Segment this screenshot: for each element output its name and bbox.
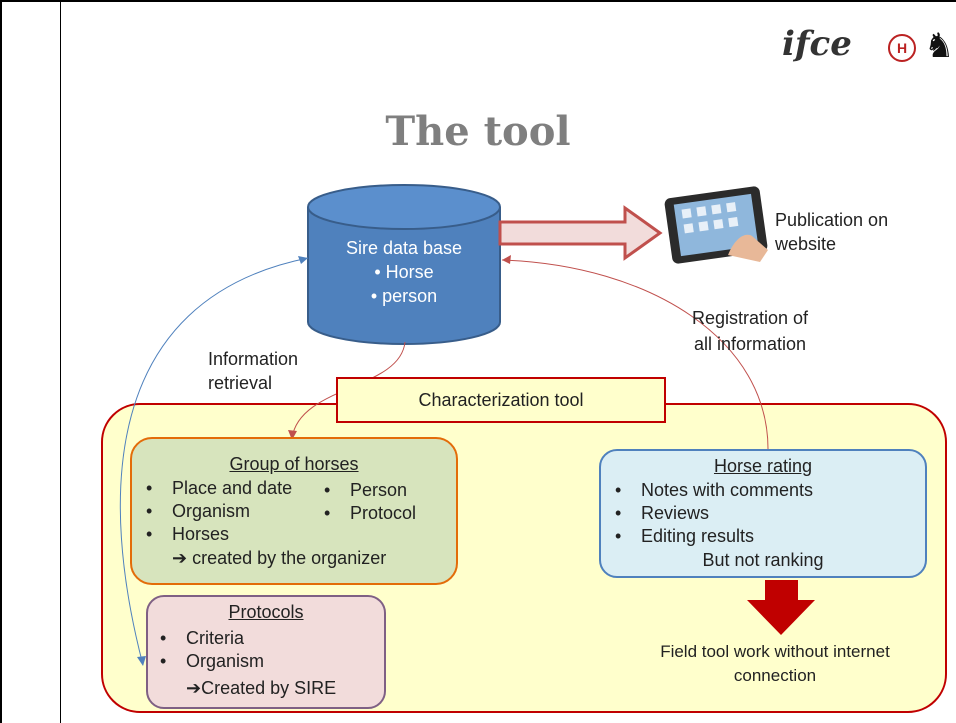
database-item: • person: [370, 286, 438, 306]
rating-note: But not ranking: [702, 550, 824, 570]
field-line1: Field tool work without internet: [660, 642, 890, 661]
logo-text: ifce: [782, 24, 852, 64]
frame-left-border: [0, 0, 2, 723]
group-col2: Person Protocol: [324, 479, 416, 525]
arrow-icon: ➔: [172, 548, 193, 568]
database-top: [307, 184, 501, 230]
registration-line2: all information: [694, 334, 807, 354]
database-cylinder: [307, 207, 501, 345]
horse-rider-icon: ♞: [924, 27, 955, 65]
protocols-title: Protocols: [228, 602, 304, 622]
logo: ifce H ♞: [782, 22, 955, 72]
protocols-list: Criteria Organism: [160, 627, 264, 673]
arrow-icon: ➔: [186, 678, 202, 698]
seal-icon: H: [888, 34, 916, 62]
group-note: ➔ created by the organizer: [172, 548, 387, 568]
protocols-item: Organism: [160, 650, 264, 673]
down-arrow: [747, 580, 815, 635]
registration-connector: [501, 259, 769, 453]
database-label-block: Sire data base • Horse • person: [308, 236, 500, 308]
horse-rating-box: Horse rating Notes with comments Reviews…: [599, 449, 927, 578]
rating-item: Reviews: [615, 502, 813, 525]
registration-line1: Registration of: [692, 308, 809, 328]
database-item: • Horse: [374, 262, 434, 282]
group-title: Group of horses: [229, 454, 359, 474]
field-tool-label: Field tool work without internet connect…: [612, 640, 938, 688]
rating-item: Notes with comments: [615, 479, 813, 502]
rating-item: Editing results: [615, 525, 813, 548]
characterization-label: Characterization tool: [418, 390, 584, 410]
group-item: Place and date: [146, 477, 292, 500]
retrieval-line1: Information: [208, 349, 299, 369]
group-item: Person: [324, 479, 416, 502]
publication-arrow: [498, 205, 663, 261]
page-title: The tool: [385, 108, 571, 155]
group-of-horses-box: Group of horses Place and date Organism …: [130, 437, 458, 585]
group-item: Horses: [146, 523, 292, 546]
protocols-item: Criteria: [160, 627, 264, 650]
group-col1: Place and date Organism Horses: [146, 477, 292, 546]
registration-label: Registration of all information: [692, 305, 808, 357]
frame-inner-border: [60, 0, 61, 723]
group-item: Organism: [146, 500, 292, 523]
protocols-box: Protocols Criteria Organism ➔Created by …: [146, 595, 386, 709]
characterization-label-box: Characterization tool: [336, 377, 666, 423]
rating-list: Notes with comments Reviews Editing resu…: [615, 479, 813, 548]
database-label: Sire data base: [345, 238, 463, 258]
frame-top-border: [0, 0, 956, 2]
retrieval-label: Information retrieval: [208, 347, 298, 395]
field-line2: connection: [733, 666, 817, 685]
retrieval-line2: retrieval: [208, 373, 273, 393]
publication-label: Publication on website: [775, 210, 889, 254]
rating-title: Horse rating: [713, 456, 813, 476]
protocols-note: ➔Created by SIRE: [186, 678, 337, 698]
protocols-connector: [119, 257, 309, 666]
tablet-icon: [664, 186, 768, 264]
group-item: Protocol: [324, 502, 416, 525]
